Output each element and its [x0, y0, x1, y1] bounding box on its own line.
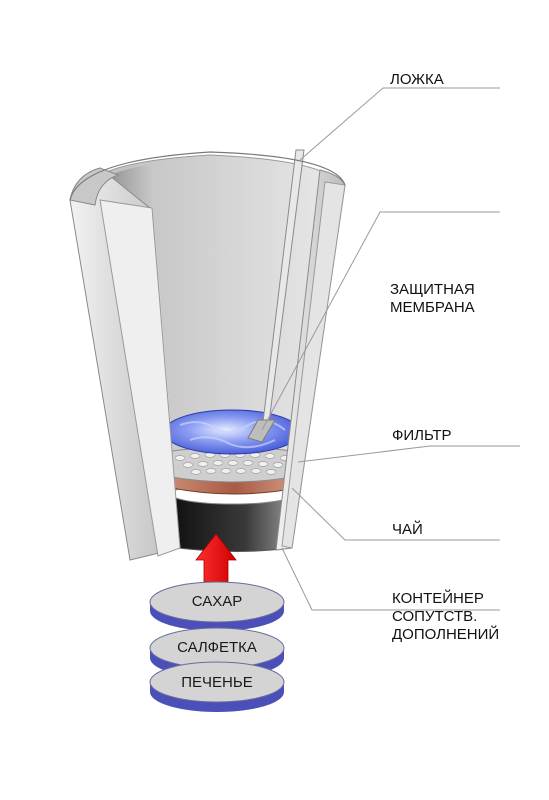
leader-container	[281, 547, 500, 611]
leader-tea	[291, 487, 500, 541]
leader-spoon	[299, 87, 500, 161]
label-membrane-line2: МЕМБРАНА	[390, 299, 475, 316]
cup-left-cut-edge	[99, 199, 181, 557]
label-membrane-line1: ЗАЩИТНАЯ	[390, 281, 475, 298]
disc-napkin	[149, 627, 285, 678]
label-spoon: ЛОЖКА	[390, 71, 444, 88]
cup-top-rim	[69, 151, 346, 201]
spoon-tip	[247, 419, 276, 443]
label-tea: ЧАЙ	[392, 521, 423, 538]
cup-right-cut-edge	[281, 181, 346, 549]
disc-sugar	[149, 581, 285, 631]
label-container-line1: КОНТЕЙНЕР	[392, 590, 484, 607]
label-container-line3: ДОПОЛНЕНИЙ	[392, 626, 500, 643]
disc-cookie	[149, 661, 285, 712]
label-container-line2: СОПУТСТВ.	[392, 608, 478, 625]
cup-left-rim	[69, 167, 120, 206]
label-filter: ФИЛЬТР	[392, 427, 452, 444]
leader-lines	[261, 87, 520, 611]
leader-filter	[297, 445, 520, 463]
disc-label-napkin: САЛФЕТКА	[177, 639, 257, 656]
insert-arrow	[195, 533, 237, 583]
leader-membrane	[261, 211, 500, 431]
disc-label-cookie: ПЕЧЕНЬЕ	[181, 674, 253, 691]
disc-label-sugar: САХАР	[191, 593, 243, 610]
